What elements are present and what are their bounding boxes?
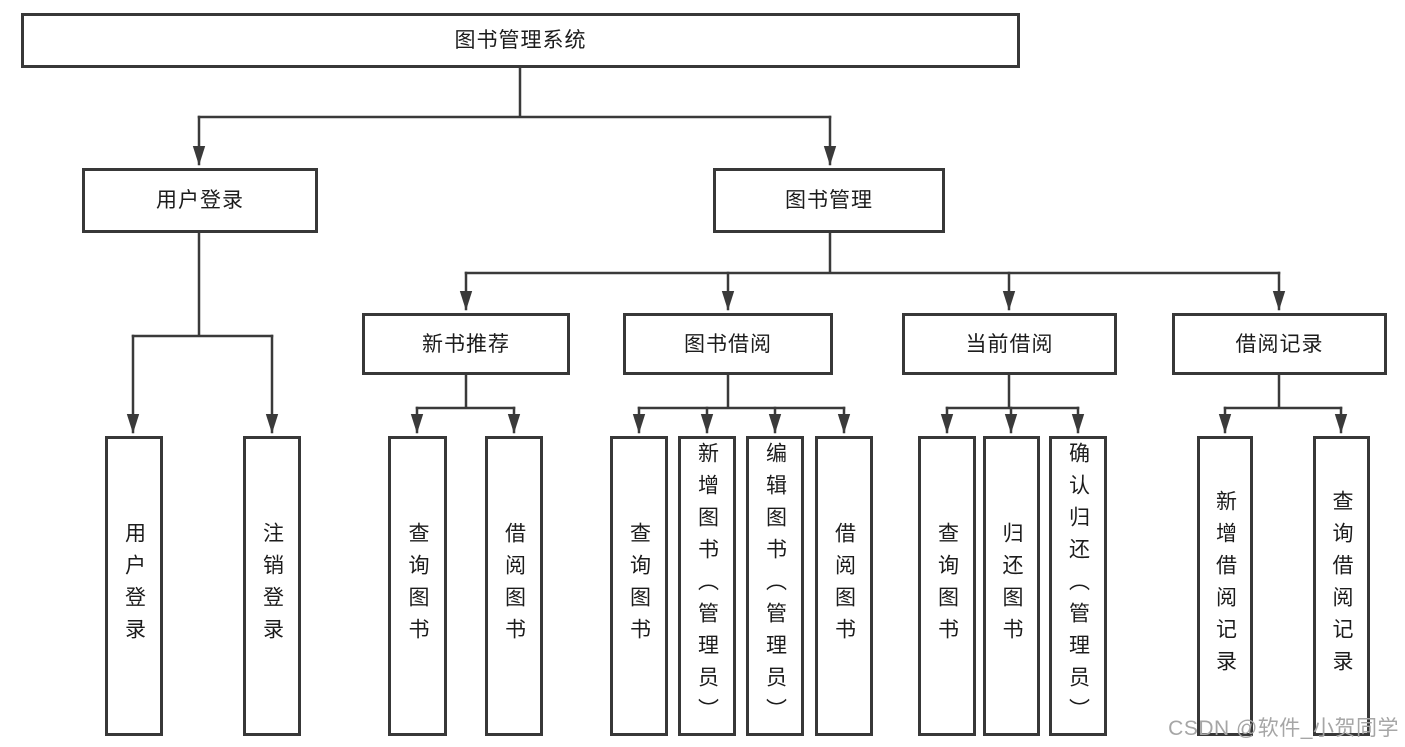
node-user-login: 用户登录: [82, 168, 318, 233]
leaf-current-query-books: 查询图书: [918, 436, 976, 736]
leaf-current-return-books: 归还图书: [983, 436, 1040, 736]
node-new-book-recommendation: 新书推荐: [362, 313, 570, 375]
node-book-borrowing: 图书借阅: [623, 313, 833, 375]
leaf-borrow-edit-book-admin: 编辑图书（管理员）: [746, 436, 804, 736]
node-borrowing-records: 借阅记录: [1172, 313, 1387, 375]
leaf-recommend-borrow-books: 借阅图书: [485, 436, 543, 736]
connector-trunks: [131, 66, 1343, 410]
node-book-management: 图书管理: [713, 168, 945, 233]
leaf-borrow-add-book-admin: 新增图书（管理员）: [678, 436, 736, 736]
leaf-borrow-borrow-books: 借阅图书: [815, 436, 873, 736]
leaf-user-login: 用户登录: [105, 436, 163, 736]
leaf-records-query-record: 查询借阅记录: [1313, 436, 1370, 736]
node-library-management-system: 图书管理系统: [21, 13, 1020, 68]
node-current-borrowing: 当前借阅: [902, 313, 1117, 375]
leaf-current-confirm-return-admin: 确认归还（管理员）: [1049, 436, 1107, 736]
leaf-borrow-query-books: 查询图书: [610, 436, 668, 736]
watermark: CSDN @软件_小贺同学: [1168, 717, 1399, 740]
leaf-recommend-query-books: 查询图书: [388, 436, 447, 736]
leaf-records-add-record: 新增借阅记录: [1197, 436, 1253, 736]
leaf-logout: 注销登录: [243, 436, 301, 736]
